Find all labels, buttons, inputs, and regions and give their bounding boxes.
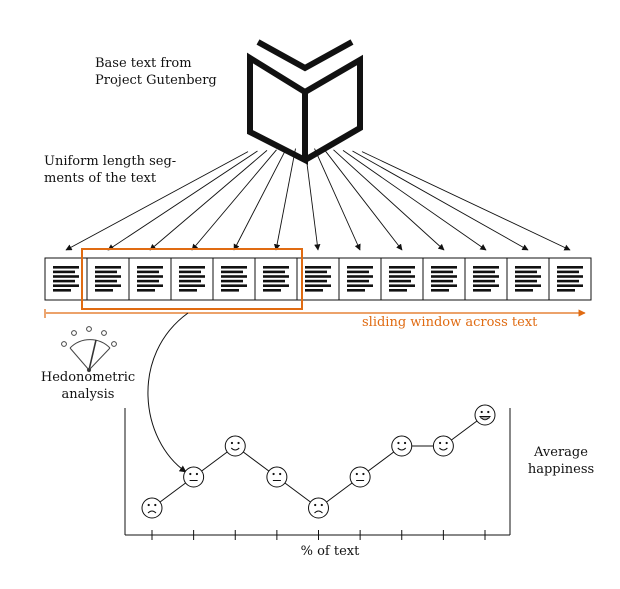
sliding-window-box: [81, 248, 303, 310]
sliding-window-label: sliding window across text: [362, 315, 538, 330]
text-segment: [128, 257, 172, 301]
point-neutral-face: [266, 466, 288, 488]
chart-frame: [124, 408, 511, 536]
average-happiness-line-2: happiness: [527, 462, 595, 477]
text-segment: [338, 257, 382, 301]
text-segment: [212, 257, 256, 301]
segment-arrow: [342, 150, 487, 251]
point-very-happy-face: [474, 404, 496, 426]
segment-arrow: [352, 150, 529, 251]
window-to-chart-arrow: [147, 312, 189, 473]
segment-arrow: [323, 148, 403, 251]
base-text-line-1: Base text from: [95, 56, 192, 71]
segment-arrow: [361, 151, 571, 251]
hedonometer-dial-icon: [61, 326, 117, 373]
segments-label: Uniform length seg- ments of the text: [44, 153, 176, 187]
text-segment: [170, 257, 214, 301]
text-segment: [44, 257, 88, 301]
text-segments-strip: [44, 248, 592, 310]
average-happiness-line-1: Average: [534, 445, 588, 460]
average-happiness-label: Average happiness: [516, 444, 606, 478]
text-segment: [86, 257, 130, 301]
segment-arrows: [65, 147, 571, 251]
point-happy-face: [432, 435, 454, 457]
text-segment: [254, 257, 298, 301]
segment-arrow: [233, 148, 287, 251]
x-axis-ticks: [151, 530, 486, 540]
text-segment: [548, 257, 592, 301]
point-sad-face: [141, 497, 163, 519]
point-neutral-face: [183, 466, 205, 488]
hedonometric-line-2: analysis: [61, 387, 115, 402]
segment-arrow: [273, 148, 296, 251]
happiness-line: [151, 414, 486, 509]
segment-arrow: [304, 147, 321, 251]
happiness-points: [141, 404, 496, 519]
text-segment: [464, 257, 508, 301]
open-book-icon: [247, 39, 363, 165]
point-sad-face: [308, 497, 329, 519]
segment-arrow: [65, 151, 249, 251]
point-happy-face: [224, 435, 246, 457]
segment-arrow: [333, 149, 445, 251]
point-neutral-face: [349, 466, 371, 488]
text-segment: [422, 257, 466, 301]
segment-arrow: [149, 150, 268, 251]
segment-arrow: [314, 148, 361, 251]
segment-arrow: [107, 150, 258, 251]
sliding-window-range: [44, 309, 586, 318]
base-text-label: Base text from Project Gutenberg: [95, 55, 217, 89]
text-segment: [380, 257, 424, 301]
hedonometric-label: Hedonometric analysis: [36, 369, 140, 403]
base-text-line-2: Project Gutenberg: [95, 73, 217, 88]
x-axis-label: % of text: [300, 544, 360, 559]
text-segment: [506, 257, 550, 301]
text-segment: [296, 257, 340, 301]
segments-line-2: ments of the text: [44, 171, 157, 186]
segments-line-1: Uniform length seg-: [44, 154, 177, 169]
point-happy-face: [391, 435, 413, 457]
hedonometric-line-1: Hedonometric: [40, 370, 136, 385]
segment-arrow: [191, 149, 277, 251]
